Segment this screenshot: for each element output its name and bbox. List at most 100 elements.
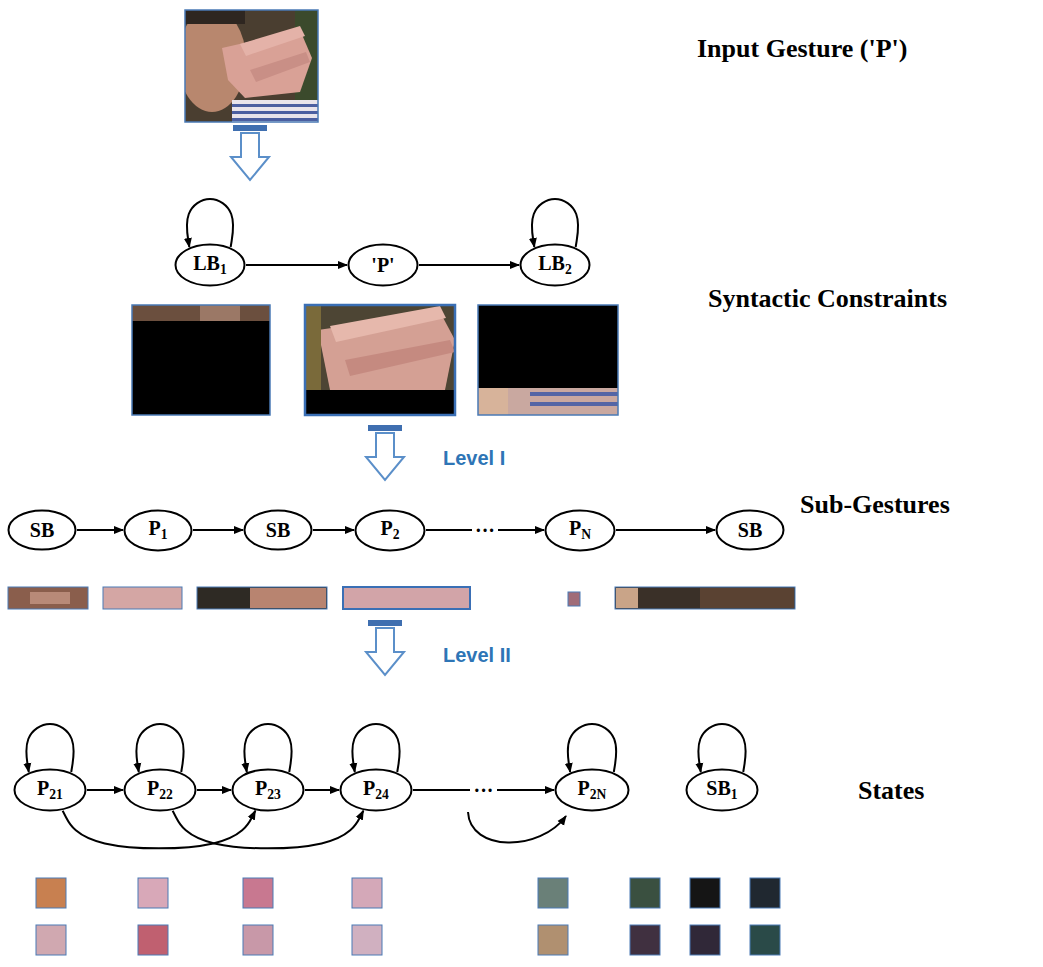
- connector: [197, 789, 231, 791]
- hollow-arrow: [366, 620, 404, 675]
- arrow-bar: [368, 620, 402, 626]
- photo-stripe: [232, 111, 318, 114]
- state-patches: [36, 878, 780, 955]
- level-label: Level II: [443, 644, 511, 667]
- image-strip: [132, 305, 270, 321]
- text-part: P: [147, 777, 159, 799]
- text-part: LB: [193, 252, 220, 274]
- connector-group: [26, 199, 745, 848]
- finger-shape: [330, 306, 446, 342]
- subscript-part: 1: [161, 527, 168, 542]
- patch-image: [750, 925, 780, 955]
- ellipse-outline: [687, 770, 758, 811]
- strip-patch: [30, 592, 70, 604]
- state-ellipse: SB: [7, 509, 77, 551]
- row-heading: States: [858, 776, 924, 806]
- text-part: SB: [706, 777, 730, 799]
- state-ellipse: 'P': [347, 243, 419, 287]
- finger-shape: [345, 340, 455, 376]
- state-label: LB2: [538, 251, 571, 278]
- state-ellipse: SB1: [685, 768, 759, 812]
- arrow-body: [231, 133, 269, 180]
- hand-image: [305, 305, 455, 390]
- ellipse-outline: [521, 245, 590, 286]
- row-heading: Input Gesture ('P'): [697, 34, 907, 64]
- row-heading: Syntactic Constraints: [708, 284, 947, 314]
- connector: [532, 199, 578, 247]
- photo-stripe: [232, 118, 318, 121]
- text-part: P: [578, 777, 590, 799]
- state-label: P2N: [578, 776, 607, 803]
- subscript-part: 1: [220, 262, 227, 277]
- connector: [77, 529, 123, 531]
- state-label: SB1: [706, 776, 737, 803]
- connector: [568, 724, 617, 772]
- image-strip: [200, 305, 240, 321]
- subscript-part: N: [581, 527, 591, 542]
- ellipse-outline: [125, 770, 196, 811]
- patch-image: [750, 878, 780, 908]
- image-strip: [478, 388, 618, 415]
- skip-arrow: [468, 812, 566, 843]
- subscript-part: 1: [731, 787, 738, 802]
- state-label: P24: [363, 776, 389, 803]
- state-label: 'P': [371, 253, 394, 277]
- state-ellipse: P2: [354, 509, 426, 552]
- text-part: P: [363, 777, 375, 799]
- strip-patch: [616, 588, 638, 608]
- patch-image: [352, 878, 382, 908]
- ellipse-outline: [356, 510, 425, 550]
- strip-image: [568, 592, 580, 606]
- ellipse-outline: [349, 245, 418, 286]
- connector: [26, 724, 73, 772]
- ellipse-outline: [125, 510, 192, 550]
- connector: [246, 264, 347, 266]
- state-ellipse: P24: [339, 768, 413, 812]
- patch-image: [538, 878, 568, 908]
- black-mask: [305, 305, 455, 415]
- connector: [352, 724, 399, 772]
- arrow-bar: [368, 425, 402, 431]
- patch-image: [538, 925, 568, 955]
- state-label: PN: [569, 516, 591, 543]
- arrow-body: [366, 628, 404, 675]
- image-strip: [530, 392, 618, 396]
- image-frame: [132, 305, 270, 415]
- strip-image: [8, 587, 88, 609]
- ellipse-outline: [556, 770, 629, 811]
- strip-image: [197, 587, 327, 609]
- level-label: Level I: [443, 447, 505, 470]
- connector: [193, 529, 243, 531]
- connector: [616, 529, 715, 531]
- image-frame: [478, 305, 618, 415]
- text-part: P: [148, 517, 160, 539]
- patch-image: [690, 925, 720, 955]
- image-strip: [530, 402, 618, 406]
- strip-image: [615, 587, 795, 609]
- state-label: SB: [266, 518, 290, 542]
- text-part: P: [380, 517, 392, 539]
- state-ellipse: P23: [231, 768, 305, 812]
- strip-patch: [700, 588, 794, 608]
- strip-image: [343, 587, 470, 609]
- patch-image: [36, 925, 66, 955]
- patch-image: [352, 925, 382, 955]
- state-label: SB: [738, 518, 762, 542]
- patch-image: [243, 925, 273, 955]
- ellipse-outline: [717, 511, 784, 550]
- patch-image: [138, 925, 168, 955]
- ellipse-outline: [245, 511, 312, 550]
- subscript-part: 24: [375, 787, 389, 802]
- connector: [305, 789, 339, 791]
- patch-image: [243, 878, 273, 908]
- subscript-part: 23: [267, 787, 281, 802]
- state-ellipse: P1: [123, 509, 193, 552]
- state-ellipse: P22: [123, 768, 197, 812]
- ellipse-outline: [9, 511, 76, 550]
- black-mask: [132, 305, 270, 415]
